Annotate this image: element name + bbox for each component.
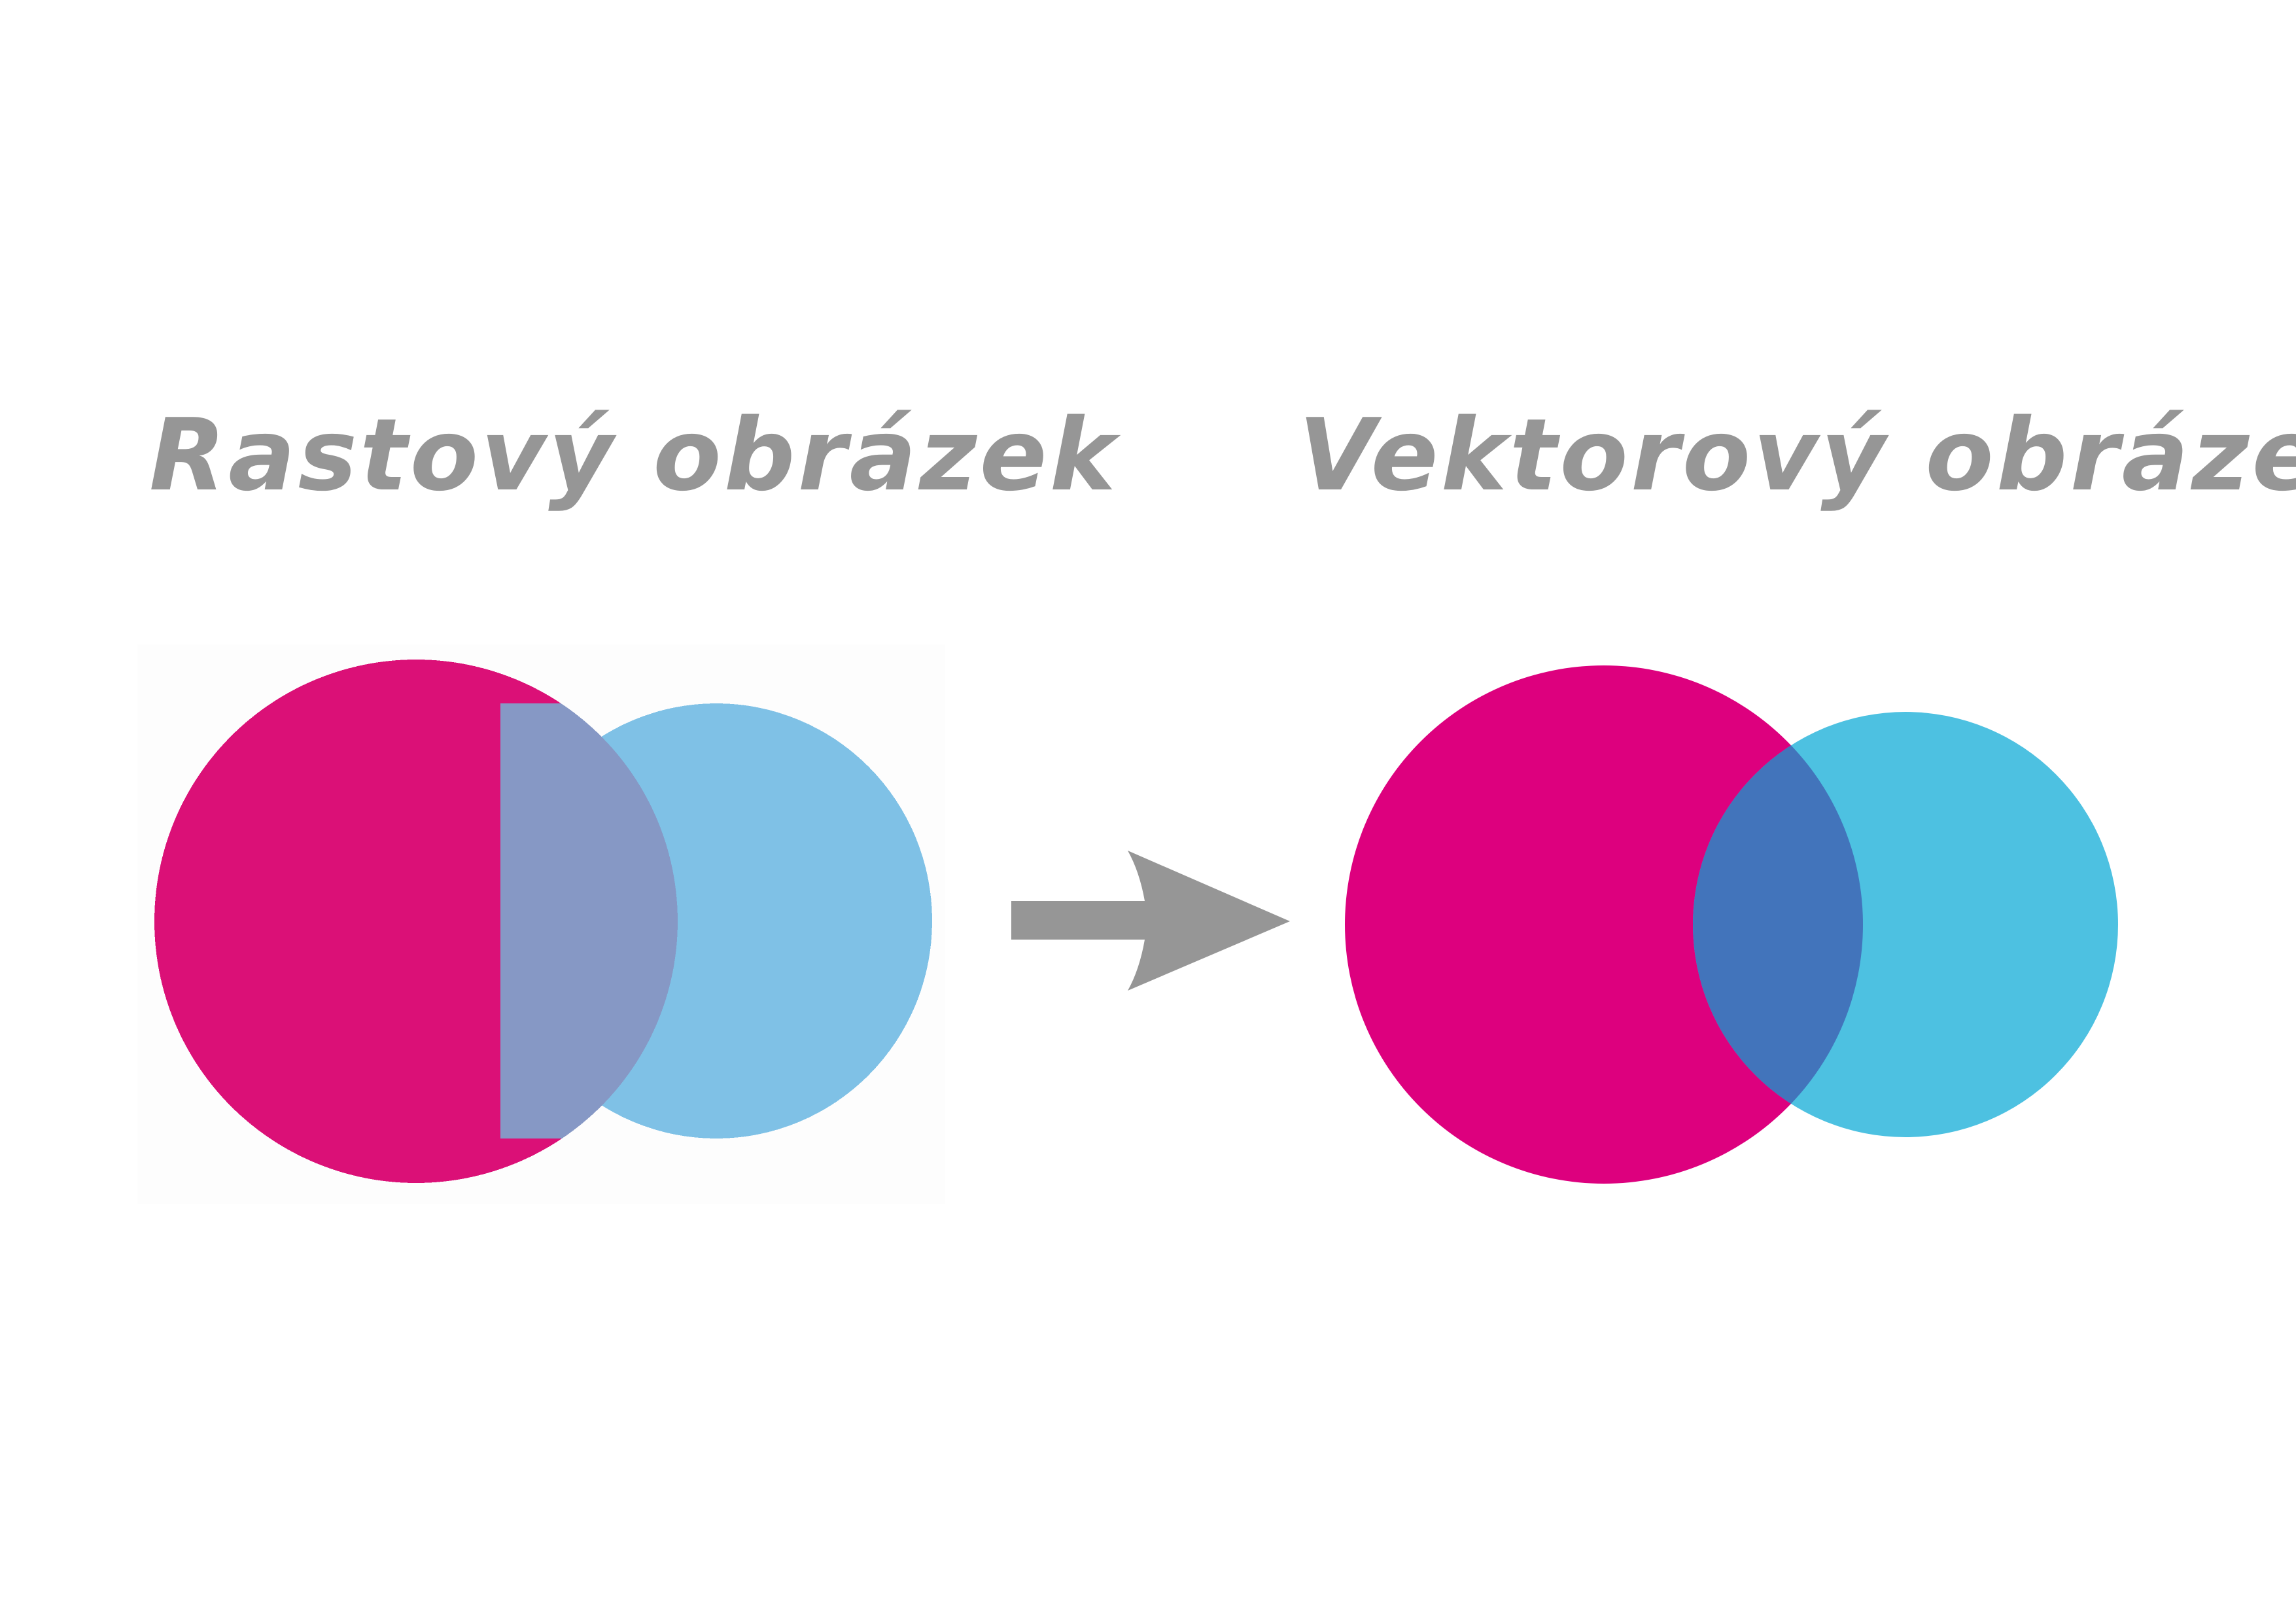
vector-image-heading: Vektorový obrázek [1298, 397, 2296, 513]
raster-figure [137, 644, 945, 1204]
vector-magenta-circle [1345, 665, 1863, 1184]
right-arrow-icon [1011, 851, 1290, 991]
vector-figure [1345, 665, 2118, 1184]
raster-image-heading: Rastový obrázek [149, 397, 1119, 513]
raster-overlap-region [500, 703, 678, 1139]
